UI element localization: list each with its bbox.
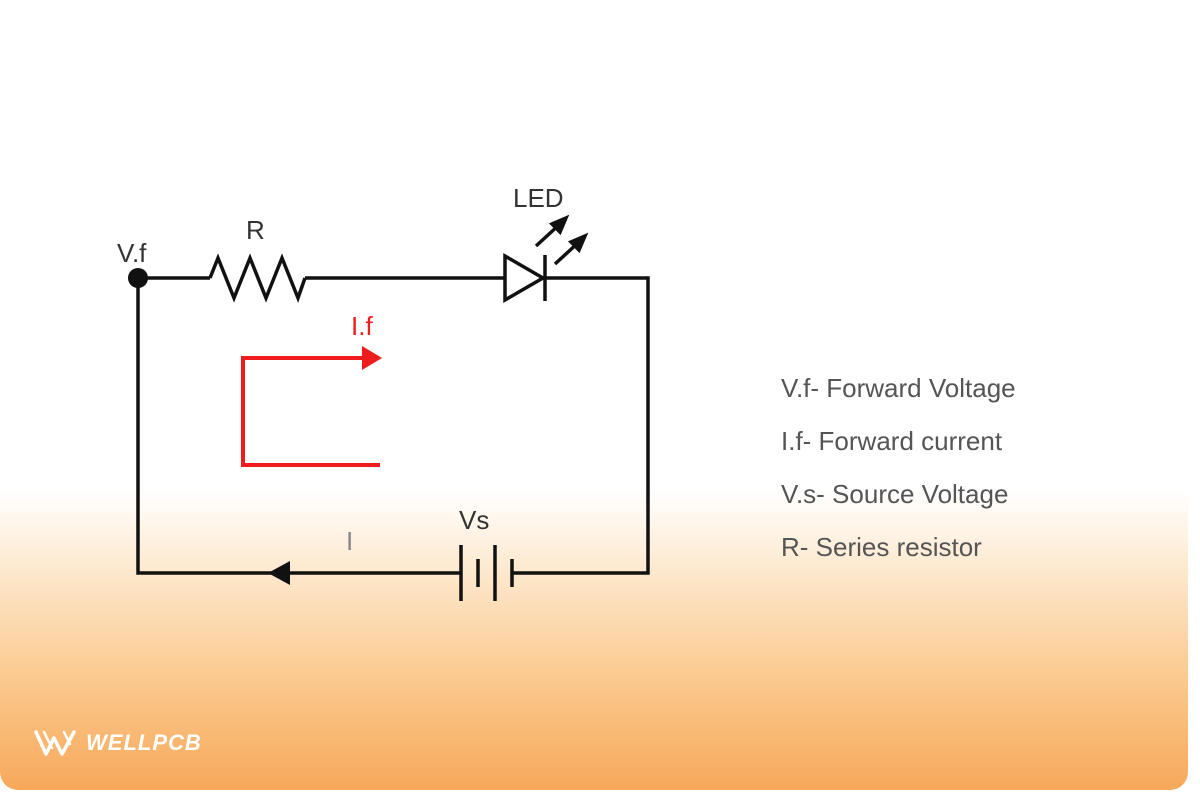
- legend: V.f- Forward Voltage I.f- Forward curren…: [781, 370, 1016, 582]
- legend-item-source-voltage: V.s- Source Voltage: [781, 479, 1009, 509]
- vf-node-label: V.f: [117, 238, 147, 268]
- legend-item-forward-current: I.f- Forward current: [781, 426, 1003, 456]
- forward-current-arrowhead-icon: [362, 346, 382, 370]
- battery-symbol: [459, 545, 514, 601]
- led-triangle: [503, 252, 547, 304]
- led-label: LED: [513, 183, 564, 213]
- resistor-symbol: [208, 253, 307, 303]
- forward-current-arrow: [241, 346, 382, 467]
- legend-item-series-resistor: R- Series resistor: [781, 532, 982, 562]
- forward-current-label: I.f: [351, 311, 373, 341]
- resistor-label: R: [246, 215, 265, 245]
- wellpcb-w-logo-icon: [34, 730, 76, 756]
- vf-node-dot: [128, 268, 148, 288]
- source-label: Vs: [459, 505, 489, 535]
- wire-left: [136, 278, 461, 575]
- wellpcb-logo-text: WELLPCB: [86, 730, 202, 755]
- led-arrowhead-2: [567, 232, 589, 254]
- current-direction-arrow-icon: [268, 561, 290, 585]
- legend-item-forward-voltage: V.f- Forward Voltage: [781, 373, 1016, 403]
- led-symbol: [503, 214, 589, 304]
- circuit-wires: [136, 276, 650, 575]
- wellpcb-logo: WELLPCB: [34, 728, 202, 758]
- wire-right: [512, 276, 650, 575]
- led-circuit-diagram: LED R V.f I.f Vs I: [117, 183, 650, 601]
- led-arrowhead-1: [548, 214, 570, 236]
- current-label: I: [346, 526, 353, 556]
- diagram-card: LED R V.f I.f Vs I V.f- Forward Voltage …: [0, 0, 1188, 790]
